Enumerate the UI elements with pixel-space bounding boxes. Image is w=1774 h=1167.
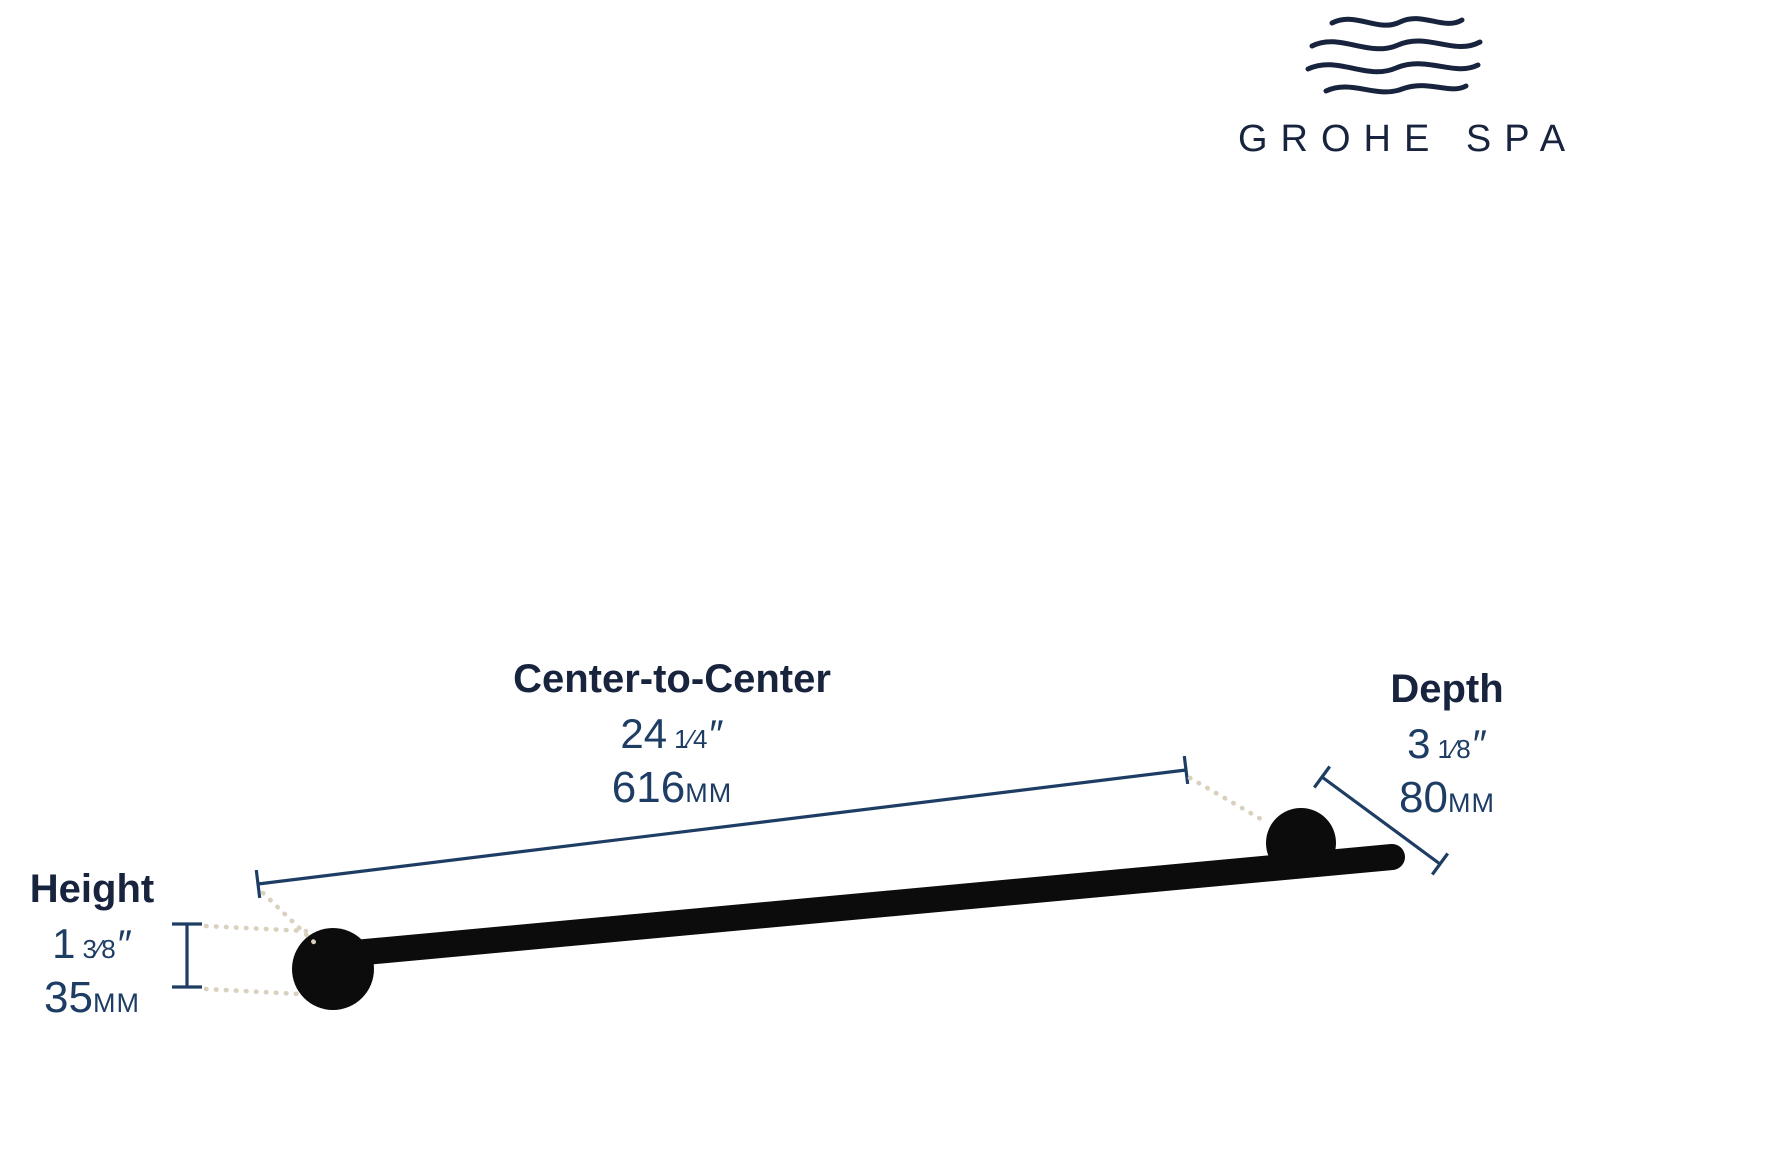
inches-whole: 1 [52, 920, 76, 967]
inches-unit: ″ [1472, 723, 1487, 767]
wave-line-2 [1309, 38, 1483, 52]
height-mm: 35MM [2, 972, 182, 1022]
towel-bar [292, 808, 1405, 1010]
c2c-right-leader-dots [1187, 775, 1269, 825]
brand-logo: GROHE SPA [1238, 8, 1579, 161]
c2c-right-tick [1182, 755, 1190, 785]
depth-dimension-lines [1313, 765, 1449, 876]
wave-line-1 [1329, 16, 1465, 28]
depth-mm: 80MM [1297, 772, 1597, 822]
center-to-center-label: Center-to-Center [513, 657, 831, 701]
mm-value: 35 [44, 972, 93, 1022]
mm-value: 616 [611, 762, 686, 812]
height-bottom-leader-dots [203, 986, 303, 997]
water-waves-icon [1305, 16, 1483, 95]
bar-rail [309, 844, 1405, 969]
inches-whole: 24 [620, 710, 668, 757]
c2c-left-leader-dots [260, 890, 323, 951]
c2c-dimension-line [257, 768, 1187, 886]
height-label: Height [29, 867, 155, 911]
mm-unit: MM [92, 987, 140, 1018]
c2c-left-tick [254, 869, 262, 899]
inches-whole: 3 [1407, 720, 1431, 767]
height-dimension-lines [172, 922, 309, 997]
height-top-leader-dots [203, 923, 309, 934]
inches-fraction: 1⁄4 [674, 724, 708, 754]
center-to-center-mm: 616MM [397, 762, 947, 812]
depth-top-tick [1313, 765, 1331, 789]
depth-label: Depth [1390, 667, 1504, 711]
wave-line-4 [1323, 83, 1469, 95]
depth-bottom-tick [1431, 852, 1449, 876]
mm-unit: MM [685, 777, 733, 808]
depth-dimension-line [1321, 775, 1441, 866]
mm-value: 80 [1399, 772, 1448, 822]
wave-line-3 [1305, 61, 1481, 75]
inches-fraction: 3⁄8 [82, 934, 116, 964]
brand-name: GROHE SPA [1238, 118, 1579, 160]
inches-unit: ″ [117, 923, 132, 967]
mm-unit: MM [1447, 787, 1495, 818]
inches-unit: ″ [709, 713, 724, 757]
inches-fraction: 1⁄8 [1437, 734, 1471, 764]
center-to-center-dimension-lines [254, 755, 1269, 951]
